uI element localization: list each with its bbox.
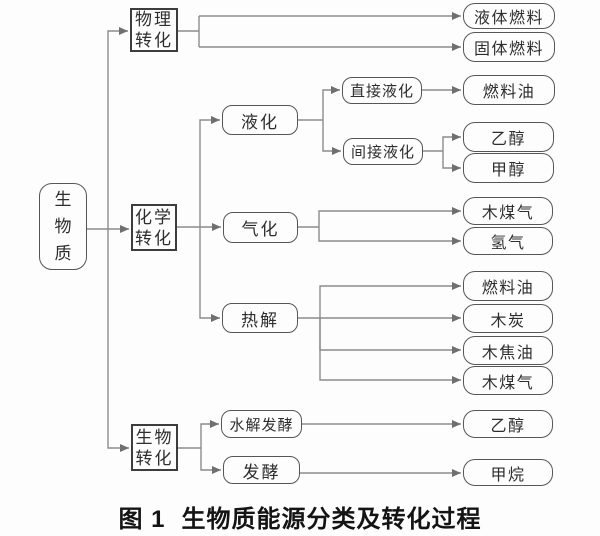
node-wood-tar: 木焦油 xyxy=(463,336,553,365)
edge-pyrolysis-fuel-oil xyxy=(319,282,461,318)
node-biomass: 生 物 质 xyxy=(39,183,87,270)
edge-pyrolysis-wood-tar xyxy=(319,318,461,354)
edge-biological-fermentation xyxy=(200,448,221,474)
node-label: 转化 xyxy=(135,31,173,50)
figure-caption-title: 生物质能源分类及转化过程 xyxy=(181,505,482,533)
node-fuel-oil-direct: 燃料油 xyxy=(463,75,555,105)
node-label: 直接液化 xyxy=(349,84,414,100)
node-chemical-conversion: 化学 转化 xyxy=(131,204,177,251)
node-label: 化学 xyxy=(135,207,173,227)
node-label: 燃料油 xyxy=(482,84,536,101)
node-label: 间接液化 xyxy=(350,145,415,161)
edge-gasification-hydrogen xyxy=(318,227,461,245)
node-wood-gas-pyrolysis: 木煤气 xyxy=(463,366,553,395)
node-label: 物 xyxy=(54,217,72,236)
node-label: 发酵 xyxy=(242,462,281,482)
node-ethanol-indirect: 乙醇 xyxy=(463,122,554,152)
node-label: 木焦油 xyxy=(481,344,535,362)
node-label: 甲烷 xyxy=(490,466,526,484)
edge-biomass-biological xyxy=(107,229,129,452)
node-label: 液化 xyxy=(241,112,279,132)
node-label: 固体燃料 xyxy=(473,41,544,58)
node-gasification: 气化 xyxy=(223,212,298,243)
node-liquefaction: 液化 xyxy=(222,105,298,135)
edge-biological-hydrolysis xyxy=(200,420,219,448)
node-label: 热解 xyxy=(241,310,279,330)
edge-chemical-liquefaction xyxy=(199,116,220,227)
node-biological-conversion: 生物 转化 xyxy=(131,424,178,471)
edge-indirect-methanol xyxy=(442,151,461,172)
node-direct-liquefaction: 直接液化 xyxy=(342,77,422,104)
node-label: 木煤气 xyxy=(481,374,535,392)
node-physical-conversion: 物理 转化 xyxy=(130,8,178,52)
node-label: 木炭 xyxy=(490,312,526,330)
node-label: 物理 xyxy=(135,10,173,29)
node-label: 水解发酵 xyxy=(229,417,294,434)
node-label: 乙醇 xyxy=(490,131,526,148)
node-label: 转化 xyxy=(135,448,174,468)
node-fermentation: 发酵 xyxy=(223,456,300,484)
node-wood-gas-gasification: 木煤气 xyxy=(463,197,553,225)
node-label: 燃料油 xyxy=(481,280,535,297)
node-label: 乙醇 xyxy=(490,418,526,435)
edge-liquefaction-direct xyxy=(322,86,340,120)
node-label: 木煤气 xyxy=(481,205,535,222)
edge-biomass-physical xyxy=(107,27,128,229)
edge-liquefaction-indirect xyxy=(322,120,341,155)
figure-caption-number: 图 1 xyxy=(118,505,166,533)
node-hydrogen: 氢气 xyxy=(463,227,553,255)
figure-caption: 图 1 生物质能源分类及转化过程 xyxy=(0,497,600,535)
edge-pyrolysis-wood-gas xyxy=(319,318,461,384)
node-label: 氢气 xyxy=(490,235,526,252)
edge-indirect-ethanol xyxy=(442,133,461,151)
node-pyrolysis: 热解 xyxy=(222,303,298,333)
node-solid-fuel: 固体燃料 xyxy=(463,32,555,62)
node-liquid-fuel: 液体燃料 xyxy=(463,3,555,29)
node-label: 生 xyxy=(54,190,72,209)
node-methanol: 甲醇 xyxy=(463,153,554,183)
node-ethanol-hydrolysis: 乙醇 xyxy=(463,410,553,438)
node-hydrolysis-fermentation: 水解发酵 xyxy=(221,410,302,438)
node-indirect-liquefaction: 间接液化 xyxy=(343,138,423,165)
node-charcoal: 木炭 xyxy=(463,304,553,333)
edge-gasification-wood-gas xyxy=(318,207,461,227)
node-label: 质 xyxy=(54,244,72,263)
node-label: 甲醇 xyxy=(490,162,526,179)
node-label: 液体燃料 xyxy=(473,10,544,27)
node-fuel-oil-pyrolysis: 燃料油 xyxy=(463,271,553,301)
node-methane: 甲烷 xyxy=(463,459,553,486)
node-label: 气化 xyxy=(241,220,280,239)
edge-chemical-pyrolysis xyxy=(199,227,220,322)
node-label: 生物 xyxy=(135,427,174,447)
node-label: 转化 xyxy=(135,228,173,248)
